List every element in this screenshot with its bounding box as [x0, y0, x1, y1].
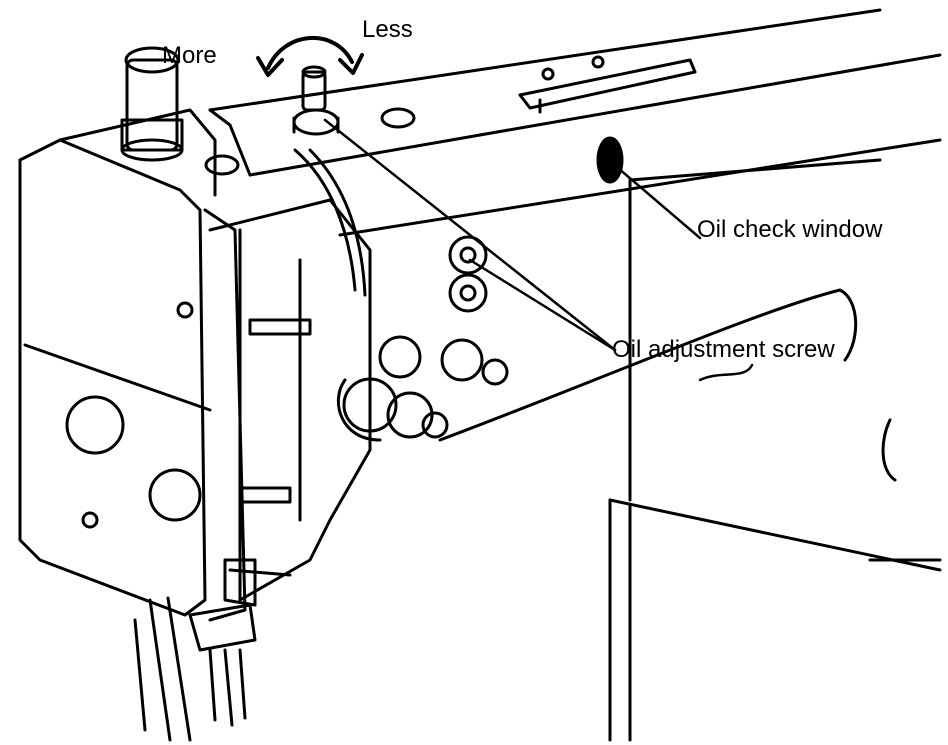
- label-more: More: [162, 42, 217, 69]
- oil-check-window-shape: [596, 136, 624, 184]
- rotation-arrow-icon: [256, 36, 364, 77]
- label-oil-adjustment-screw: Oil adjustment screw: [612, 336, 835, 363]
- oil-reservoir: [120, 46, 240, 176]
- leader-lines: [323, 118, 754, 382]
- oil-adjustment-screw-shape: [292, 65, 340, 136]
- label-oil-check-window: Oil check window: [697, 216, 883, 243]
- label-less: Less: [362, 16, 413, 43]
- needle-bar: [133, 558, 257, 742]
- machine-arm: [208, 8, 942, 742]
- machine-head: [18, 108, 372, 622]
- tension-assembly: [336, 235, 509, 442]
